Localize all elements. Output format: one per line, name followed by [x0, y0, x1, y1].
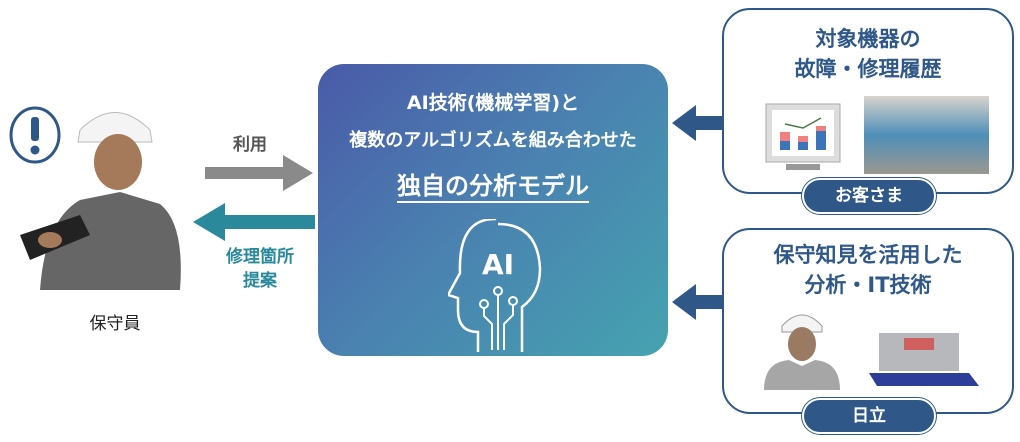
ai-head-icon: AI: [448, 219, 542, 352]
proposal-arrow-icon: [193, 203, 315, 241]
proposal-label: 修理箇所 提案: [210, 245, 310, 293]
hitachi-title-1: 保守知見を活用した: [773, 243, 963, 267]
data-arrow-icon: [672, 105, 724, 141]
use-arrow-icon: [205, 155, 313, 191]
analysis-model-box: AI技術(機械学習)と 複数のアルゴリズムを組み合わせた 独自の分析モデル AI: [318, 64, 668, 356]
generator-engine-icon: [869, 333, 979, 386]
customer-pill: お客さま: [802, 178, 936, 214]
model-line-1: AI技術(機械学習)と: [406, 92, 580, 114]
industrial-equipment-photo: [864, 96, 989, 174]
exclamation-bubble-icon: [9, 106, 61, 164]
model-line-2: 複数のアルゴリズムを組み合わせた: [349, 130, 637, 151]
model-title: 独自の分析モデル: [397, 172, 589, 203]
customer-title-1: 対象機器の: [815, 27, 921, 51]
worker-label: 保守員: [89, 314, 141, 334]
maintenance-worker-illustration: [9, 106, 181, 290]
use-label: 利用: [233, 135, 267, 155]
proposal-label-line2: 提案: [243, 271, 277, 291]
customer-data-box: 対象機器の 故障・修理履歴 お客さま: [722, 8, 1014, 214]
ai-icon-text: AI: [482, 248, 514, 281]
hitachi-expertise-box: 保守知見を活用した 分析・IT技術 日立: [722, 228, 1014, 434]
hitachi-title-2: 分析・IT技術: [804, 273, 932, 297]
knowledge-arrow-icon: [672, 284, 724, 320]
customer-title-2: 故障・修理履歴: [794, 57, 942, 81]
monitor-chart-icon: [765, 103, 841, 170]
hitachi-engineer-icon: [764, 314, 840, 390]
proposal-label-line1: 修理箇所: [226, 247, 294, 267]
hitachi-pill: 日立: [802, 398, 936, 434]
